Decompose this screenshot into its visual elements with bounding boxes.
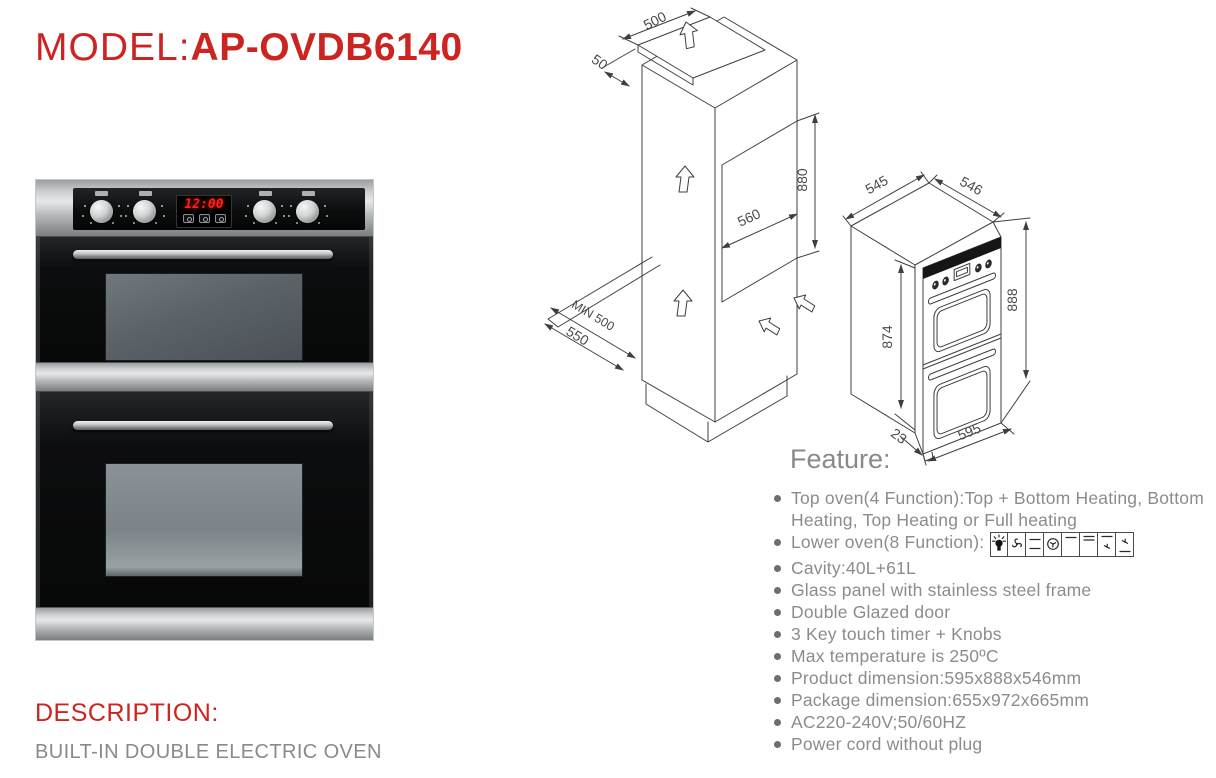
feature-item: AC220-240V;50/60HZ (772, 711, 1212, 733)
description-text: BUILT-IN DOUBLE ELECTRIC OVEN (35, 741, 382, 763)
touch-key-icon (214, 214, 226, 223)
touch-key-icon (198, 214, 210, 223)
top-door-handle (73, 250, 333, 259)
feature-item: Double Glazed door (772, 601, 1212, 623)
control-panel-black-inset: 12:00 (73, 188, 365, 230)
top-door-window (105, 273, 303, 361)
convection-icon (1044, 531, 1063, 557)
airflow-up-arrow-icon (675, 165, 695, 193)
feature-item: 3 Key touch timer + Knobs (772, 623, 1212, 645)
feature-item: Package dimension:655x972x665mm (772, 689, 1212, 711)
model-number: AP-OVDB6140 (190, 26, 463, 69)
dim-total-height: 888 (1004, 288, 1020, 312)
drawn-knobs (932, 259, 992, 290)
dim-top-width: 500 (641, 8, 669, 33)
dim-depth-left: 545 (862, 172, 890, 197)
insert-direction-arrow-icon (755, 313, 783, 338)
fan-icon (1008, 531, 1027, 557)
oven-knob (253, 200, 276, 223)
oven-product-photo: 12:00 (36, 180, 373, 640)
oven-knob (90, 200, 113, 223)
dim-niche-width: 560 (735, 205, 763, 229)
dim-shelf-depth: 550 (563, 323, 591, 349)
cabinet-installation-drawing: 500 50 880 560 MIN 500 550 (544, 8, 850, 460)
middle-steel-trim (36, 362, 373, 392)
description-section: DESCRIPTION: BUILT-IN DOUBLE ELECTRIC OV… (35, 699, 382, 764)
dim-top-thickness: 50 (589, 51, 611, 73)
fan-bottom-heat-icon (1116, 531, 1135, 557)
lamp-icon (990, 531, 1009, 557)
function-label-icon (302, 191, 315, 196)
function-label-icon (139, 191, 152, 196)
feature-item-label: Lower oven(8 Function): (791, 532, 985, 552)
feature-item: Power cord without plug (772, 733, 1212, 755)
oven-function-icon-strip (990, 531, 1135, 557)
airflow-up-arrow-icon (673, 289, 693, 317)
oven-knob (296, 200, 319, 223)
feature-item: Cavity:40L+61L (772, 557, 1212, 579)
dim-niche-height: 880 (794, 168, 810, 192)
oven-dimension-drawing: 545 546 888 874 595 23 (843, 168, 1068, 468)
bottom-oven-door (36, 392, 373, 607)
control-panel: 12:00 (36, 180, 373, 237)
page-title: MODEL:AP-OVDB6140 (35, 26, 463, 70)
feature-item: Glass panel with stainless steel frame (772, 579, 1212, 601)
model-label: MODEL: (35, 26, 191, 69)
feature-item: Product dimension:595x888x546mm (772, 667, 1212, 689)
dim-body-height: 874 (879, 325, 895, 349)
feature-section: Feature: Top oven(4 Function):Top + Bott… (772, 444, 1212, 755)
bottom-door-window (105, 463, 303, 577)
oven-knob (133, 200, 156, 223)
insert-direction-arrow-icon (790, 290, 818, 315)
feature-list: Top oven(4 Function):Top + Bottom Heatin… (772, 487, 1212, 755)
function-label-icon (259, 191, 272, 196)
top-heat-icon (1062, 531, 1081, 557)
oven-line-art (843, 172, 1030, 465)
feature-item: Max temperature is 250ºC (772, 645, 1212, 667)
top-bottom-heat-icon (1026, 531, 1045, 557)
touch-key-icon (182, 214, 194, 223)
top-oven-door (36, 237, 373, 362)
clock-time: 12:00 (184, 197, 224, 212)
grill-fan-icon (1098, 531, 1117, 557)
feature-heading: Feature: (790, 444, 891, 474)
function-label-icon (95, 191, 108, 196)
base-steel-trim (36, 607, 373, 640)
feature-item: Lower oven(8 Function): (772, 531, 1212, 557)
description-heading: DESCRIPTION: (35, 699, 219, 727)
touch-keys (177, 214, 231, 223)
cabinet-line-art (544, 8, 819, 442)
bottom-door-handle (73, 421, 333, 430)
feature-item: Top oven(4 Function):Top + Bottom Heatin… (772, 487, 1212, 531)
clock-display: 12:00 (176, 195, 232, 228)
grill-icon (1080, 531, 1099, 557)
